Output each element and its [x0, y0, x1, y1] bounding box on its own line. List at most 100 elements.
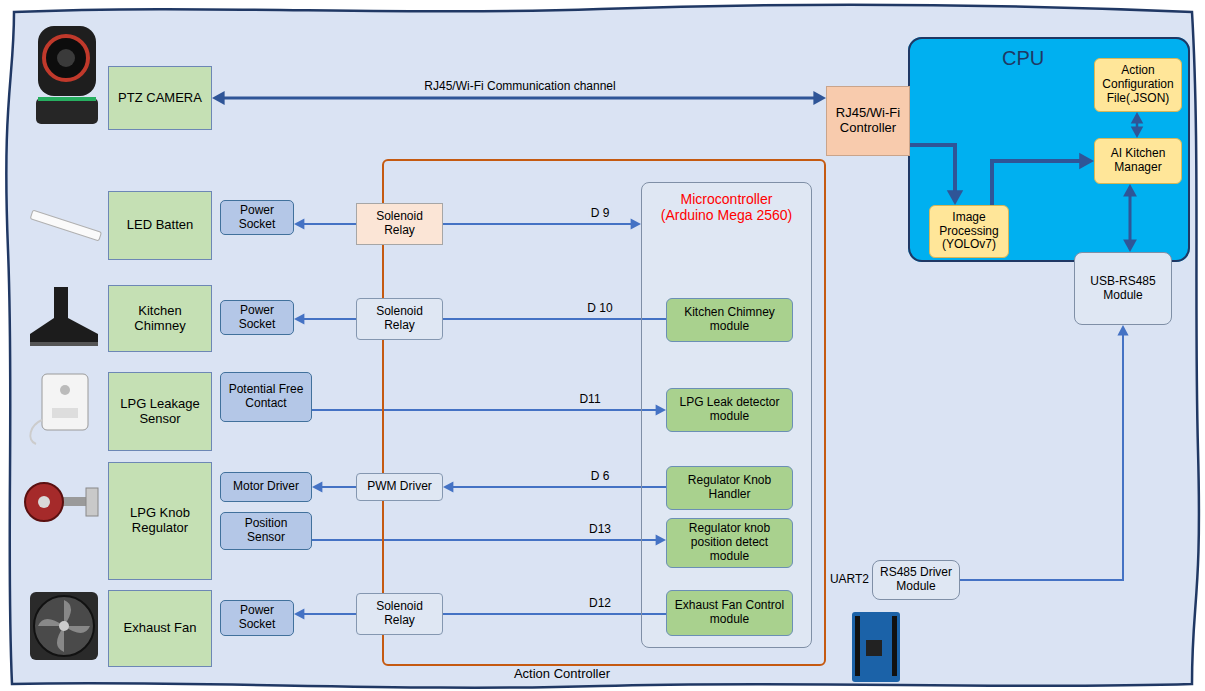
- connector-line: [320, 486, 356, 488]
- node-text: PWM Driver: [367, 480, 432, 494]
- lpg-sensor-illustration-part: [52, 408, 78, 418]
- relay-box: Solenoid Relay: [356, 203, 443, 245]
- arrowhead: [294, 608, 304, 619]
- node-text: Kitchen Chimney module: [670, 306, 789, 334]
- chimney-illustration-part: [30, 287, 98, 346]
- panel-fills-part: [641, 182, 812, 648]
- arrowhead: [1079, 153, 1094, 169]
- module-box: LPG Leak detector module: [666, 388, 793, 432]
- connector: [294, 218, 356, 229]
- cpu-panel: CPURJ45/Wi-Fi ControllerAction Configura…: [908, 37, 1190, 262]
- pin-label: UART2: [830, 573, 869, 587]
- controller-box: RJ45/Wi-Fi Controller: [826, 86, 910, 156]
- arrowhead: [947, 190, 963, 205]
- arduino-illustration: [852, 612, 900, 682]
- exhaust-fan-illustration-part: [34, 596, 94, 656]
- software-box: AI Kitchen Manager: [1094, 138, 1182, 184]
- panel-fills-part: [908, 37, 1190, 262]
- signal-label: D12: [587, 597, 613, 611]
- node-text: Microcontroller (Arduino Mega 2560): [642, 183, 811, 223]
- arduino-illustration-part: [892, 616, 897, 676]
- node-text: Power Socket: [224, 304, 290, 332]
- arrowhead: [443, 481, 453, 492]
- relay-box: PWM Driver: [356, 473, 443, 501]
- connector-line: [960, 333, 1123, 580]
- connector-line: [302, 613, 356, 615]
- chimney-illustration-part: [30, 342, 98, 346]
- node-text: LPG Leakage Sensor: [112, 397, 208, 427]
- regulator-illustration-part: [25, 483, 63, 521]
- regulator-illustration: [25, 483, 98, 521]
- arrowhead: [294, 218, 304, 229]
- lpg-sensor-illustration-part: [30, 420, 42, 444]
- signal-label: D11: [577, 393, 602, 407]
- device-box: LED Batten: [108, 191, 212, 260]
- interface-box: Potential Free Contact: [220, 372, 312, 422]
- node-text: Solenoid Relay: [360, 210, 439, 238]
- node-text: LED Batten: [127, 218, 194, 233]
- camera-illustration-part: [44, 36, 88, 80]
- node-text: Solenoid Relay: [360, 305, 439, 333]
- node-text: Exhaust Fan Control module: [670, 599, 789, 627]
- software-box: Image Processing (YOLOv7): [929, 205, 1009, 258]
- rs485-box: USB-RS485 Module: [1074, 252, 1172, 325]
- panel-fills: [641, 37, 1190, 648]
- exhaust-fan-illustration: [30, 592, 98, 660]
- controller-group: Action ControllerMicrocontroller (Arduin…: [382, 159, 826, 666]
- interface-box: Power Socket: [220, 600, 294, 636]
- relay-box: Solenoid Relay: [356, 593, 443, 635]
- device-box: Kitchen Chimney: [108, 285, 212, 352]
- arduino-illustration-part: [855, 616, 860, 676]
- module-box: Exhaust Fan Control module: [666, 590, 793, 636]
- arduino-illustration-part: [866, 640, 882, 656]
- node-text: Position Sensor: [224, 517, 308, 545]
- connector-line: [992, 161, 1082, 205]
- device-box: Exhaust Fan: [108, 590, 212, 667]
- connector-line: [222, 97, 816, 100]
- module-box: Regulator Knob Handler: [666, 466, 793, 510]
- connector: [1123, 184, 1137, 252]
- device-box: LPG Leakage Sensor: [108, 372, 212, 451]
- node-text: Motor Driver: [233, 480, 299, 494]
- connector-line: [312, 539, 658, 541]
- connector-line: [302, 318, 356, 320]
- connector: [443, 319, 666, 320]
- connector: [1131, 112, 1144, 138]
- node-text: Power Socket: [224, 604, 290, 632]
- signal-label: D 6: [589, 470, 612, 484]
- node-text: Regulator Knob Handler: [670, 474, 789, 502]
- led-batten-illustration: [30, 210, 101, 241]
- node-text: Solenoid Relay: [360, 600, 439, 628]
- arrowhead: [312, 481, 322, 492]
- connector-line: [443, 613, 666, 615]
- connector: [294, 608, 356, 619]
- regulator-illustration-part: [86, 488, 98, 516]
- rs485-box: RS485 Driver Module: [872, 560, 960, 600]
- connector-line: [302, 223, 356, 225]
- module-box: Regulator knob position detect module: [666, 518, 793, 568]
- node-text: Potential Free Contact: [224, 383, 308, 411]
- exhaust-fan-illustration-part: [30, 592, 98, 660]
- arrowhead: [656, 404, 666, 415]
- interface-box: Power Socket: [220, 200, 294, 236]
- lpg-sensor-illustration-part: [60, 385, 70, 395]
- chimney-illustration: [30, 287, 98, 346]
- lpg-sensor-illustration-part: [42, 374, 88, 430]
- node-text: Image Processing (YOLOv7): [933, 211, 1005, 252]
- exhaust-fan-illustration-part: [59, 621, 69, 631]
- node-text: Kitchen Chimney: [112, 304, 208, 334]
- signal-label: D 10: [585, 302, 614, 316]
- software-box: Action Configuration File(.JSON): [1094, 58, 1182, 112]
- interface-box: Power Socket: [220, 300, 294, 336]
- exhaust-fan-illustration-part: [38, 600, 90, 652]
- module-box: Kitchen Chimney module: [666, 298, 793, 342]
- arrowhead: [1131, 112, 1144, 124]
- arduino-illustration-part: [852, 612, 900, 682]
- arrowhead: [631, 218, 641, 229]
- interface-box: Motor Driver: [220, 472, 312, 502]
- regulator-illustration-part: [38, 496, 50, 508]
- node-text: AI Kitchen Manager: [1098, 147, 1178, 175]
- lpg-sensor-illustration: [30, 374, 88, 444]
- connector: [443, 614, 666, 615]
